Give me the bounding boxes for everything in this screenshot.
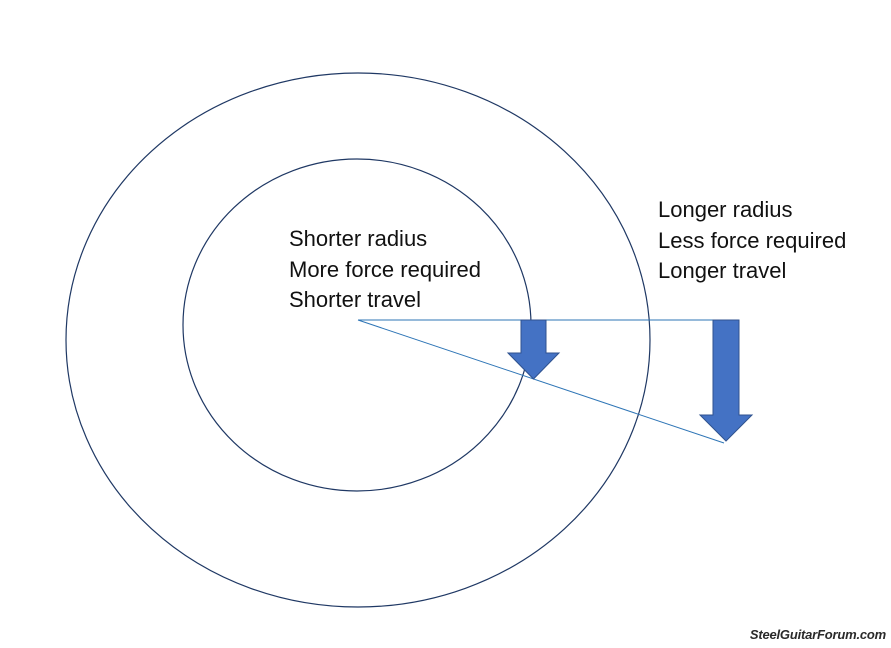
inner-circle <box>182 158 532 492</box>
inner-label-line-3: Shorter travel <box>289 287 422 312</box>
site-watermark: SteelGuitarForum.com <box>749 627 886 642</box>
inner-label-line-2: More force required <box>289 256 481 282</box>
inner-circle-label: Shorter radius More force required Short… <box>289 224 481 316</box>
outer-circle-label: Longer radius Less force required Longer… <box>658 195 846 287</box>
outer-label-line-1: Longer radius <box>658 197 793 222</box>
inner-force-arrow <box>506 319 561 380</box>
outer-circle <box>65 72 651 608</box>
inner-label-line-1: Shorter radius <box>289 226 428 251</box>
outer-label-line-2: Less force required <box>658 227 847 253</box>
deflected-radius-line <box>357 319 725 444</box>
outer-label-line-3: Longer travel <box>658 258 787 283</box>
outer-force-arrow <box>698 319 754 442</box>
